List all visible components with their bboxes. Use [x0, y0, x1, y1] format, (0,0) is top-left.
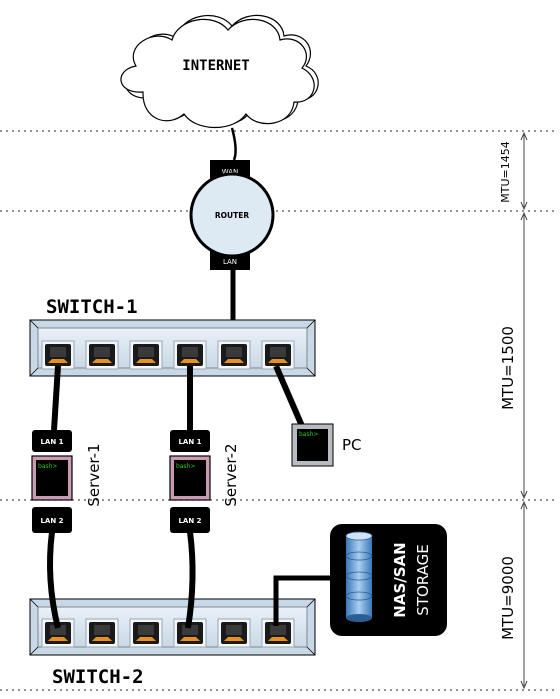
pc-name: PC — [342, 436, 362, 454]
switch2-port-5 — [217, 618, 251, 648]
switch1 — [29, 319, 316, 377]
switch2-port-3 — [129, 618, 163, 648]
internet-label: INTERNET — [182, 58, 249, 74]
switch1-port-6 — [261, 340, 295, 370]
switch1-port-2 — [85, 340, 119, 370]
server-1-lan1-label: LAN 1 — [40, 438, 63, 446]
mtu-boundaries — [0, 130, 556, 691]
storage-label-line1: NAS/SAN — [391, 542, 409, 617]
cable-switch1-server1 — [51, 365, 61, 431]
cable-switch1-pc — [273, 364, 305, 428]
router-lan-label: LAN — [223, 258, 237, 266]
server-2-name: Server-2 — [222, 443, 240, 506]
pc-prompt: bash> — [299, 431, 318, 438]
server-1-prompt: bash> — [38, 463, 57, 470]
server-2-prompt: bash> — [176, 463, 195, 470]
server-1-name: Server-1 — [85, 443, 103, 506]
cable-switch2-storage — [273, 575, 340, 626]
server-2-lan1-label: LAN 1 — [178, 438, 201, 446]
switch2-port-2 — [85, 618, 119, 648]
database-icon — [345, 531, 373, 622]
internet-cloud: INTERNET — [120, 14, 319, 129]
server-2: LAN 1 bash> LAN 2 Server-2 — [169, 430, 240, 533]
mtu-lan-label: MTU=1500 — [499, 326, 517, 410]
server-1-lan2-label: LAN 2 — [40, 517, 63, 525]
mtu-arrows — [520, 131, 528, 690]
storage-device: NAS/SAN STORAGE — [330, 524, 447, 636]
cable-server1-switch2 — [47, 531, 61, 629]
cable-server2-switch2 — [185, 531, 196, 629]
storage-label-line2: STORAGE — [414, 544, 432, 615]
server-2-lan2-label: LAN 2 — [178, 517, 201, 525]
switch1-port-4 — [173, 340, 207, 370]
cable-internet-router — [230, 127, 237, 161]
router-wan-label: WAN — [222, 168, 239, 176]
switch2 — [29, 598, 316, 656]
router: WAN LAN ROUTER — [189, 160, 275, 270]
switch1-port-1 — [41, 340, 75, 370]
switch1-label: SWITCH-1 — [46, 296, 138, 318]
switch2-label: SWITCH-2 — [52, 666, 144, 688]
mtu-wan-label: MTU=1454 — [499, 141, 512, 202]
mtu-storage-label: MTU=9000 — [499, 556, 517, 640]
pc: bash> PC — [291, 423, 362, 467]
router-label: ROUTER — [215, 211, 249, 220]
switch1-port-5 — [217, 340, 251, 370]
switch1-port-3 — [129, 340, 163, 370]
server-1: LAN 1 bash> LAN 2 Server-1 — [31, 430, 103, 533]
